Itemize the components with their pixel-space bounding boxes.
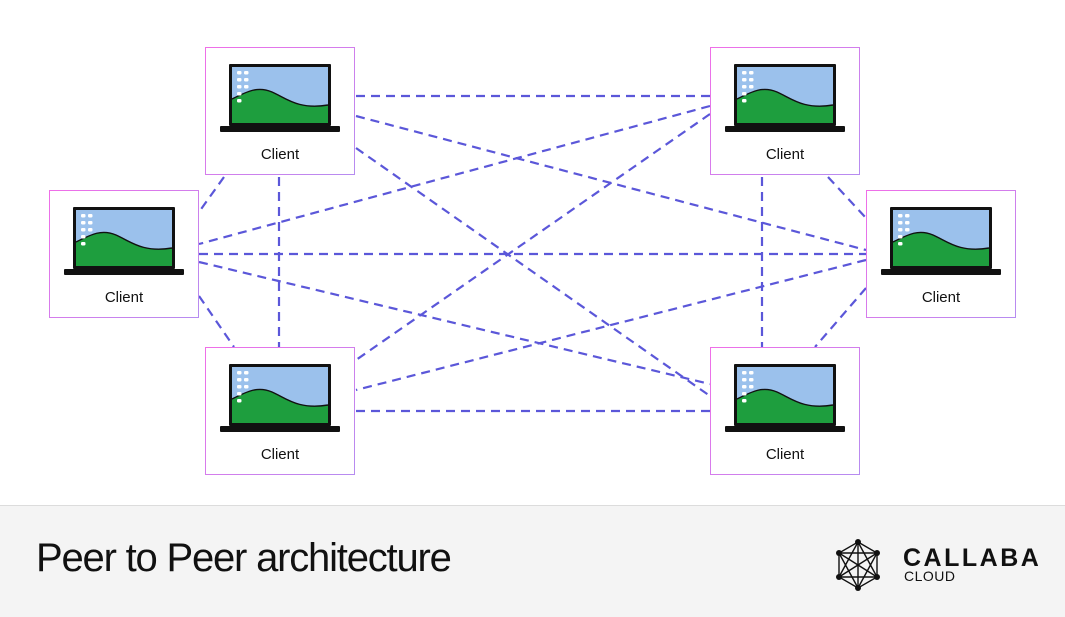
laptop-icon xyxy=(64,207,184,275)
client-label: Client xyxy=(260,446,300,463)
client-node-bottom-left: Client xyxy=(205,347,355,475)
edge-mr-br xyxy=(814,287,867,348)
laptop-icon xyxy=(725,364,845,432)
connection-lines xyxy=(198,94,867,413)
client-node-mid-right: Client xyxy=(866,190,1016,318)
laptop-icon xyxy=(220,64,340,132)
client-node-bottom-right: Client xyxy=(710,347,860,475)
client-label: Client xyxy=(921,289,961,306)
edge-tl-br xyxy=(355,147,711,397)
edge-tr-ml xyxy=(198,104,711,246)
laptop-icon xyxy=(725,64,845,132)
laptop-icon xyxy=(881,207,1001,275)
laptop-icon xyxy=(725,364,845,436)
client-label: Client xyxy=(260,146,300,163)
client-label: Client xyxy=(104,289,144,306)
client-label: Client xyxy=(765,146,805,163)
edge-ml-bl xyxy=(198,295,235,348)
laptop-icon xyxy=(220,364,340,436)
client-node-top-left: Client xyxy=(205,47,355,175)
page-title: Peer to Peer architecture xyxy=(36,536,452,580)
callaba-logo-icon xyxy=(836,539,880,591)
laptop-icon xyxy=(220,64,340,136)
brand-name: CALLABA xyxy=(903,544,1042,572)
edge-mr-bl xyxy=(355,258,867,392)
edge-tr-bl xyxy=(355,113,711,361)
client-label: Client xyxy=(765,446,805,463)
footer-bar: Peer to Peer architecture CALLABA CLOUD xyxy=(0,505,1065,617)
laptop-icon xyxy=(725,64,845,136)
client-node-top-right: Client xyxy=(710,47,860,175)
edge-ml-br xyxy=(198,260,711,386)
brand-subtitle: CLOUD xyxy=(904,568,956,584)
laptop-icon xyxy=(881,207,1001,279)
laptop-icon xyxy=(220,364,340,432)
edge-tl-ml xyxy=(198,176,225,213)
edge-tr-mr xyxy=(827,176,867,219)
p2p-diagram xyxy=(198,94,867,413)
client-node-mid-left: Client xyxy=(49,190,199,318)
laptop-icon xyxy=(64,207,184,279)
